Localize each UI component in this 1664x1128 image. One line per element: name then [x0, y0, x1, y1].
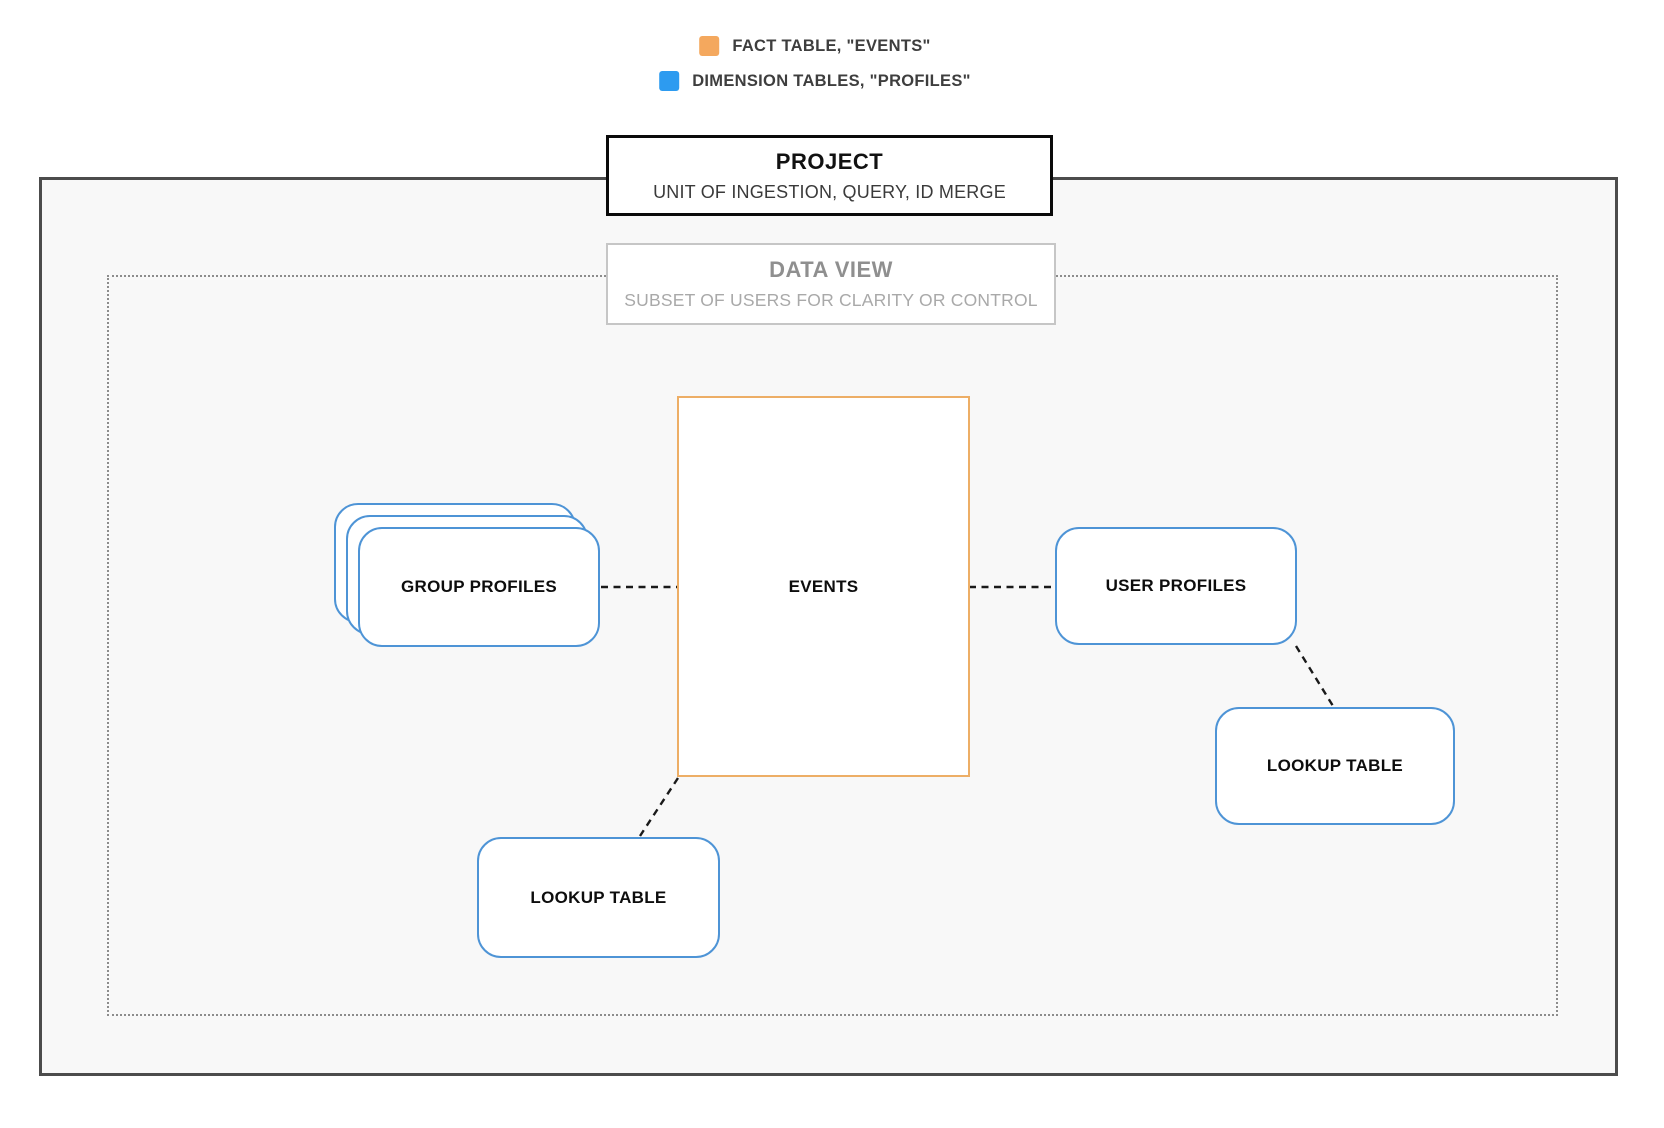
- node-events: EVENTS: [677, 396, 970, 777]
- group-profiles-label: GROUP PROFILES: [401, 577, 557, 596]
- legend: FACT TABLE, "EVENTS" DIMENSION TABLES, "…: [659, 36, 971, 91]
- node-user-profiles: USER PROFILES: [1055, 527, 1297, 645]
- events-label: EVENTS: [788, 576, 859, 596]
- legend-label-dimension-tables: DIMENSION TABLES, "PROFILES": [692, 71, 971, 90]
- project-subtitle: UNIT OF INGESTION, QUERY, ID MERGE: [653, 181, 1006, 202]
- data-view-subtitle: SUBSET OF USERS FOR CLARITY OR CONTROL: [624, 290, 1038, 310]
- node-lookup-table-right: LOOKUP TABLE: [1215, 707, 1455, 825]
- group-profiles-card-front: GROUP PROFILES: [358, 527, 600, 647]
- legend-label-fact-table: FACT TABLE, "EVENTS": [732, 36, 931, 55]
- lookup-table-bottom-label: LOOKUP TABLE: [530, 887, 667, 907]
- project-box: PROJECT UNIT OF INGESTION, QUERY, ID MER…: [606, 135, 1053, 216]
- legend-item-dimension-tables: DIMENSION TABLES, "PROFILES": [659, 71, 971, 91]
- legend-item-fact-table: FACT TABLE, "EVENTS": [699, 36, 930, 56]
- data-view-title: DATA VIEW: [769, 257, 893, 282]
- dimension-tables-swatch-icon: [659, 71, 680, 91]
- user-profiles-label: USER PROFILES: [1105, 576, 1247, 595]
- node-lookup-table-bottom: LOOKUP TABLE: [477, 837, 720, 958]
- data-view-box: DATA VIEW SUBSET OF USERS FOR CLARITY OR…: [606, 243, 1056, 325]
- fact-table-swatch-icon: [699, 36, 720, 56]
- project-title: PROJECT: [775, 148, 884, 174]
- lookup-table-right-label: LOOKUP TABLE: [1266, 756, 1404, 775]
